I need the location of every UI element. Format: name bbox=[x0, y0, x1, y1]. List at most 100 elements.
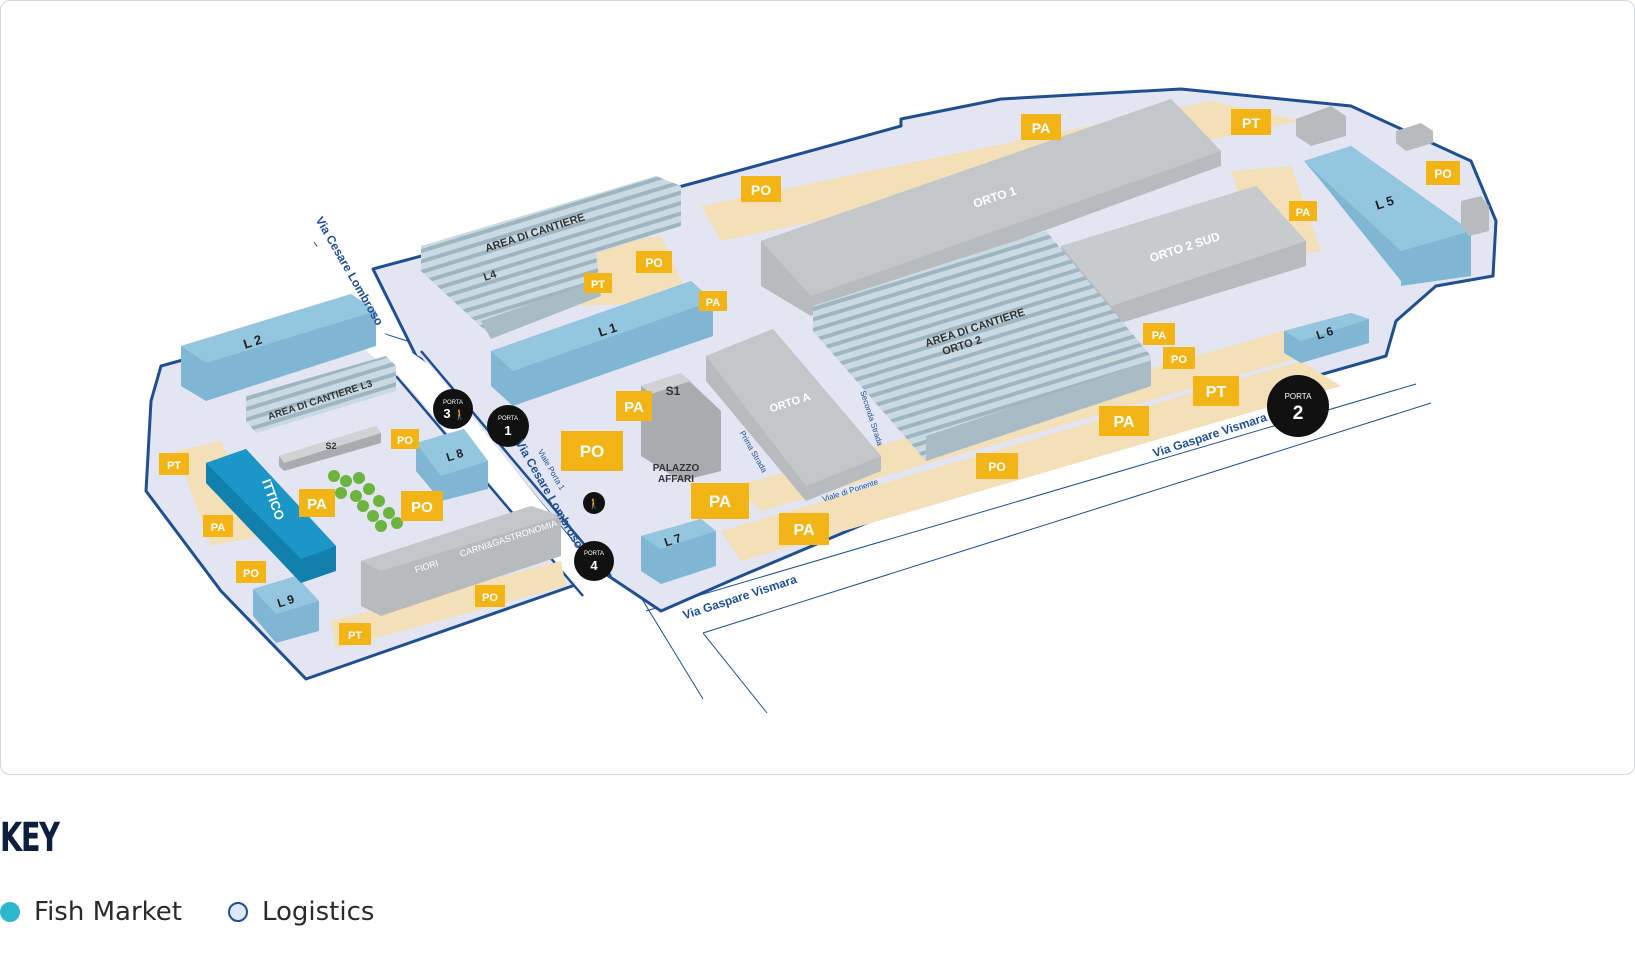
legend-label: Logistics bbox=[261, 897, 375, 927]
pt-badge: PT bbox=[339, 623, 371, 645]
palazzo-label-1: PALAZZO bbox=[653, 463, 700, 474]
pedestrian-icon: 🚶 bbox=[454, 408, 466, 421]
svg-text:PO: PO bbox=[751, 182, 771, 198]
fish-market-dot bbox=[0, 902, 20, 922]
gate-2[interactable]: PORTA 2 bbox=[1267, 375, 1329, 437]
building-l8: L 8 bbox=[416, 429, 488, 501]
svg-text:PA: PA bbox=[1152, 330, 1167, 342]
svg-text:PT: PT bbox=[591, 279, 605, 291]
svg-text:PA: PA bbox=[1113, 414, 1134, 431]
building-l5: L 5 bbox=[1304, 146, 1471, 286]
gate-3[interactable]: PORTA 3 🚶 bbox=[433, 389, 473, 429]
pt-badge: PT bbox=[1193, 376, 1239, 406]
pa-badge: PA bbox=[616, 391, 652, 421]
po-badge: PO bbox=[636, 251, 672, 273]
pa-badge: PA bbox=[699, 291, 727, 311]
l1-label: L 1 bbox=[596, 320, 618, 340]
svg-text:1: 1 bbox=[504, 423, 511, 438]
logistics-dot bbox=[227, 902, 248, 922]
svg-text:PO: PO bbox=[397, 435, 413, 447]
svg-text:4: 4 bbox=[590, 558, 598, 573]
svg-text:PORTA: PORTA bbox=[443, 400, 463, 406]
po-badge: PO bbox=[236, 561, 266, 583]
area-cantiere-l4: AREA DI CANTIERE L4 bbox=[421, 176, 681, 339]
pa-badge: PA bbox=[691, 483, 749, 519]
po-badge: PO bbox=[1426, 161, 1460, 185]
svg-text:PT: PT bbox=[348, 630, 362, 642]
gate-1[interactable]: PORTA 1 bbox=[487, 405, 529, 447]
l2-label: L 2 bbox=[241, 332, 263, 352]
pt-badge: PT bbox=[1231, 109, 1271, 135]
pa-badge: PA bbox=[1021, 114, 1061, 140]
orto-1-building: ORTO 1 bbox=[761, 99, 1221, 316]
svg-text:PA: PA bbox=[706, 297, 721, 309]
svg-text:PO: PO bbox=[1434, 167, 1451, 181]
svg-text:PA: PA bbox=[307, 496, 327, 513]
pa-badge: PA bbox=[203, 515, 233, 537]
svg-text:PA: PA bbox=[211, 522, 226, 534]
key-title: KEY bbox=[0, 815, 60, 861]
svg-text:PA: PA bbox=[709, 492, 731, 511]
pa-badge: PA bbox=[1099, 406, 1149, 436]
s1-label: S1 bbox=[666, 384, 681, 398]
legend: Fish Market Logistics bbox=[0, 897, 420, 927]
legend-item-fish-market: Fish Market bbox=[0, 897, 182, 927]
svg-text:PO: PO bbox=[243, 568, 259, 580]
l6-label: L 6 bbox=[1314, 324, 1335, 343]
po-badge: PO bbox=[391, 429, 419, 449]
legend-item-logistics: Logistics bbox=[227, 897, 375, 927]
building-l9: L 9 bbox=[253, 576, 319, 643]
svg-text:PO: PO bbox=[411, 499, 433, 516]
building-s1-palazzo: S1 PALAZZO AFFARI bbox=[641, 373, 721, 485]
pa-badge: PA bbox=[299, 489, 335, 517]
l9-label: L 9 bbox=[275, 592, 296, 611]
orto-2-sud-building: ORTO 2 SUD bbox=[1061, 186, 1306, 326]
fiori-carni-building: FIORI CARNI&GASTRONOMIA bbox=[361, 506, 561, 616]
svg-text:PO: PO bbox=[580, 442, 605, 461]
l8-label: L 8 bbox=[444, 446, 465, 465]
parking-badges: PA PT PO PO PA PO PT PA PA PO PT PA PO P… bbox=[159, 109, 1460, 645]
building-l6: L 6 bbox=[1284, 313, 1369, 363]
svg-text:2: 2 bbox=[1293, 403, 1304, 424]
pa-badge: PA bbox=[1143, 323, 1175, 345]
svg-text:PT: PT bbox=[167, 460, 181, 472]
svg-text:PORTA: PORTA bbox=[498, 416, 518, 422]
small-blocks bbox=[1296, 106, 1489, 236]
map-canvas: ORTO 1 ORTO 2 SUD ORTO A FIORI CARNI&GAS… bbox=[144, 87, 1498, 714]
pa-badge: PA bbox=[1289, 201, 1317, 221]
svg-text:PO: PO bbox=[482, 592, 498, 604]
pt-badge: PT bbox=[159, 453, 189, 475]
palazzo-label-2: AFFARI bbox=[658, 474, 694, 485]
svg-text:PO: PO bbox=[645, 256, 662, 270]
legend-label: Fish Market bbox=[34, 897, 182, 927]
svg-text:PT: PT bbox=[1206, 384, 1227, 401]
building-s2: S2 bbox=[279, 426, 381, 471]
po-badge: PO bbox=[561, 431, 623, 471]
po-badge: PO bbox=[401, 491, 443, 521]
po-badge: PO bbox=[976, 453, 1018, 479]
svg-text:PA: PA bbox=[793, 522, 814, 539]
svg-text:3: 3 bbox=[443, 406, 450, 421]
building-l1: L 1 bbox=[491, 281, 713, 406]
area-cantiere-l4-line2: L4 bbox=[482, 268, 499, 284]
l7-label: L 7 bbox=[662, 531, 683, 550]
pa-badge: PA bbox=[779, 513, 829, 545]
orto-a-building: ORTO A bbox=[706, 329, 881, 501]
svg-text:PO: PO bbox=[1171, 354, 1187, 366]
pedestrian-gate[interactable]: 🚶 bbox=[583, 492, 605, 514]
s2-label: S2 bbox=[325, 441, 336, 451]
svg-text:PA: PA bbox=[1032, 120, 1050, 136]
area-cantiere-orto-2: AREA DI CANTIERE ORTO 2 bbox=[813, 231, 1151, 461]
svg-text:PT: PT bbox=[1242, 115, 1260, 131]
building-l7: L 7 bbox=[641, 519, 716, 584]
building-l2: L 2 bbox=[181, 294, 376, 401]
trees bbox=[328, 470, 403, 532]
po-badge: PO bbox=[741, 176, 781, 202]
po-badge: PO bbox=[1163, 347, 1195, 369]
svg-text:PO: PO bbox=[988, 460, 1005, 474]
svg-text:PORTA: PORTA bbox=[584, 551, 604, 557]
svg-text:PA: PA bbox=[624, 399, 644, 416]
gate-4[interactable]: PORTA 4 bbox=[574, 541, 614, 581]
svg-text:PORTA: PORTA bbox=[1285, 392, 1312, 401]
market-map: ORTO 1 ORTO 2 SUD ORTO A FIORI CARNI&GAS… bbox=[0, 0, 1635, 775]
